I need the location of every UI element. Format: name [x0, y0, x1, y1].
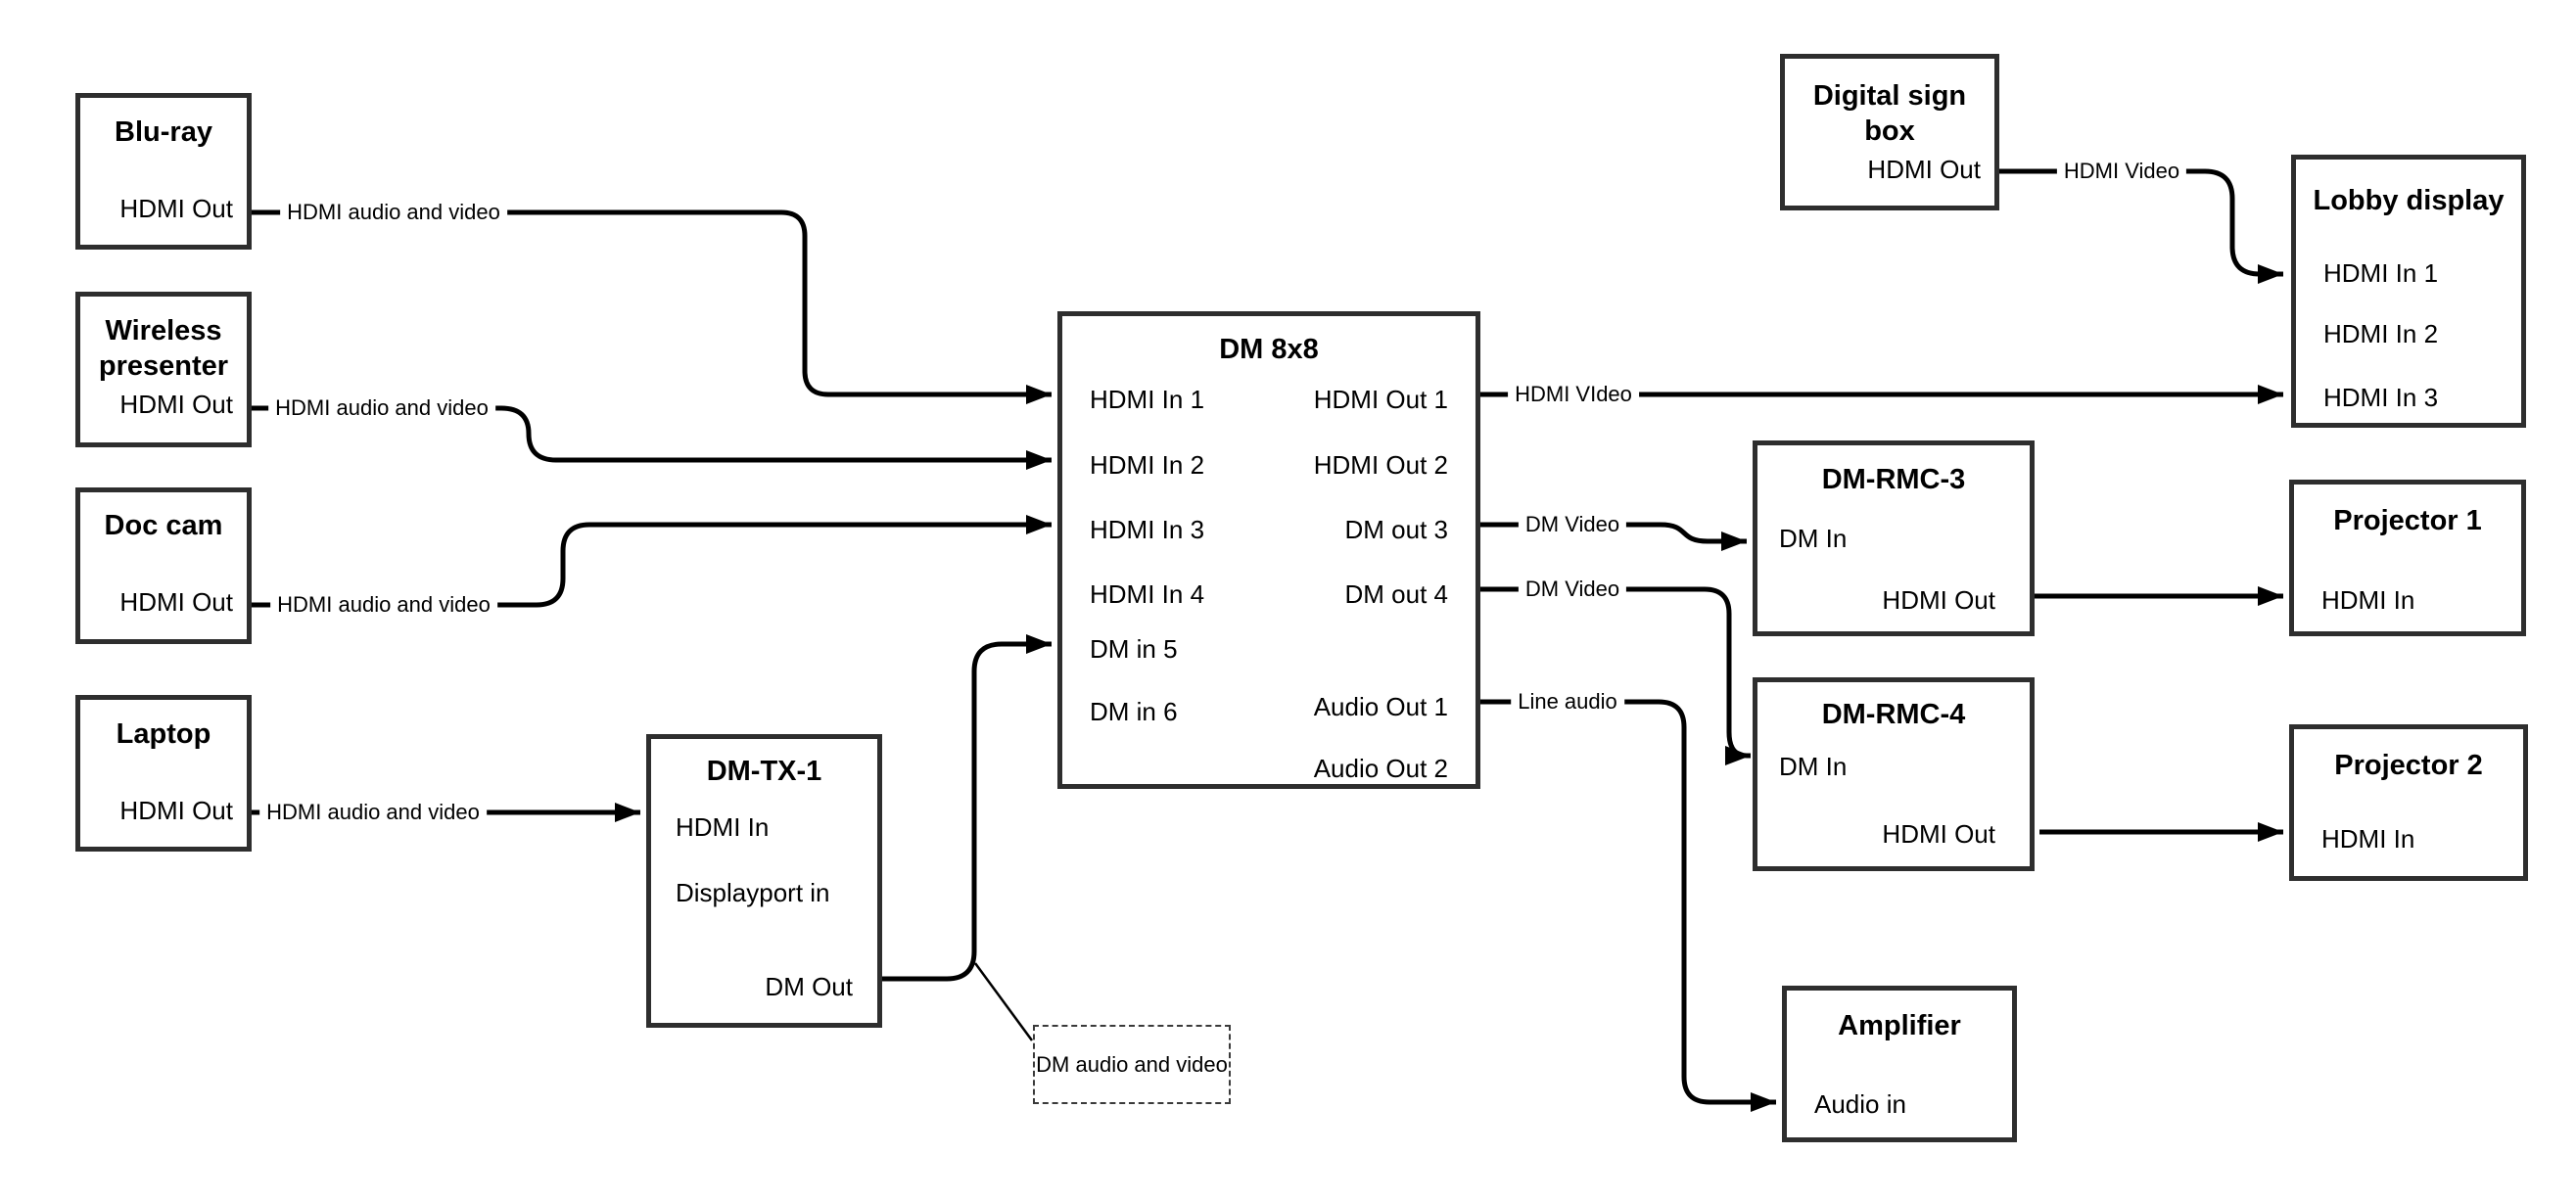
- port-laptop-hdmi-out: HDMI Out: [119, 796, 233, 825]
- port-wireless-hdmi-out: HDMI Out: [119, 390, 233, 419]
- node-bluray: Blu-ray HDMI Out: [75, 93, 252, 250]
- node-wireless-presenter: Wireless presenter HDMI Out: [75, 292, 252, 447]
- port-dm8x8-hdmi-in-4: HDMI In 4: [1090, 579, 1205, 609]
- wire-dm8x8-amp: [1480, 699, 1776, 1112]
- wire-dmtx1-dm8x8: [882, 634, 1052, 982]
- node-title: DM-TX-1: [706, 756, 822, 787]
- node-amplifier: Amplifier Audio in: [1782, 986, 2017, 1142]
- node-dm-rmc-3: DM-RMC-3 DM In HDMI Out: [1753, 440, 2035, 636]
- wire-doccam-dm8x8: [252, 515, 1052, 608]
- callout-leader-line: [973, 962, 1034, 1041]
- port-dm8x8-dm-out-4: DM out 4: [1344, 579, 1449, 609]
- edge-label-dm8x8-rmc4: DM Video: [1518, 577, 1627, 602]
- port-dmtx1-displayport-in: Displayport in: [676, 878, 830, 907]
- node-lobby-display: Lobby display HDMI In 1 HDMI In 2 HDMI I…: [2291, 155, 2526, 428]
- port-sign-hdmi-out: HDMI Out: [1867, 155, 1981, 184]
- node-title: Projector 2: [2334, 750, 2483, 781]
- port-lobby-hdmi-in-3: HDMI In 3: [2323, 383, 2439, 412]
- port-proj1-hdmi-in: HDMI In: [2321, 585, 2415, 615]
- port-rmc4-dm-in: DM In: [1779, 752, 1848, 781]
- edge-label-dm8x8-lobby: HDMI VIdeo: [1508, 382, 1639, 407]
- port-dmtx1-hdmi-in: HDMI In: [676, 812, 770, 842]
- node-title: DM-RMC-3: [1821, 464, 1966, 495]
- port-rmc3-dm-in: DM In: [1779, 524, 1848, 553]
- callout-text: DM audio and video: [1036, 1052, 1228, 1077]
- node-title: Wireless presenter: [98, 315, 229, 382]
- port-bluray-hdmi-out: HDMI Out: [119, 194, 233, 223]
- node-title: Laptop: [116, 718, 211, 750]
- wire-sign-lobby: [1999, 168, 2283, 284]
- port-dm8x8-dm-in-6: DM in 6: [1090, 697, 1178, 726]
- node-projector-1: Projector 1 HDMI In: [2289, 480, 2526, 636]
- node-title: Digital sign box: [1812, 80, 1967, 147]
- wire-dm8x8-rmc3: [1480, 522, 1747, 551]
- port-lobby-hdmi-in-2: HDMI In 2: [2323, 319, 2439, 348]
- port-dm8x8-audio-out-1: Audio Out 1: [1313, 692, 1448, 721]
- port-dm8x8-hdmi-in-3: HDMI In 3: [1090, 515, 1205, 544]
- node-title: Doc cam: [104, 510, 223, 541]
- edge-label-doccam-dm8x8: HDMI audio and video: [270, 592, 497, 618]
- port-rmc4-hdmi-out: HDMI Out: [1882, 819, 1995, 849]
- port-dmtx1-dm-out: DM Out: [765, 972, 853, 1001]
- port-dm8x8-hdmi-out-2: HDMI Out 2: [1313, 450, 1448, 480]
- port-dm8x8-hdmi-out-1: HDMI Out 1: [1313, 385, 1448, 414]
- port-dm8x8-audio-out-2: Audio Out 2: [1313, 754, 1448, 783]
- port-rmc3-hdmi-out: HDMI Out: [1882, 585, 1995, 615]
- node-dm-rmc-4: DM-RMC-4 DM In HDMI Out: [1753, 677, 2035, 871]
- edge-label-sign-lobby: HDMI Video: [2056, 159, 2187, 184]
- node-laptop: Laptop HDMI Out: [75, 695, 252, 852]
- node-dm-tx-1: DM-TX-1 HDMI In Displayport in DM Out: [646, 734, 882, 1028]
- wire-wireless-dm8x8: [252, 405, 1052, 470]
- node-title: DM 8x8: [1219, 334, 1319, 365]
- wire-dm8x8-rmc4: [1480, 586, 1751, 765]
- edge-label-dm8x8-rmc3: DM Video: [1518, 512, 1627, 537]
- edge-label-laptop-dmtx1: HDMI audio and video: [259, 800, 487, 825]
- callout-dm-audio-video: DM audio and video: [1033, 1025, 1231, 1104]
- port-dm8x8-hdmi-in-2: HDMI In 2: [1090, 450, 1205, 480]
- node-title: Blu-ray: [115, 116, 212, 148]
- port-proj2-hdmi-in: HDMI In: [2321, 824, 2415, 854]
- port-dm8x8-hdmi-in-1: HDMI In 1: [1090, 385, 1205, 414]
- node-projector-2: Projector 2 HDMI In: [2289, 724, 2528, 881]
- edge-label-dm8x8-amp: Line audio: [1511, 689, 1624, 715]
- port-lobby-hdmi-in-1: HDMI In 1: [2323, 258, 2439, 288]
- edge-label-bluray-dm8x8: HDMI audio and video: [280, 200, 507, 225]
- port-doccam-hdmi-out: HDMI Out: [119, 587, 233, 617]
- edge-label-wireless-dm8x8: HDMI audio and video: [268, 395, 495, 421]
- port-dm8x8-dm-out-3: DM out 3: [1344, 515, 1449, 544]
- node-digital-sign-box: Digital sign box HDMI Out: [1780, 54, 1999, 210]
- node-doc-cam: Doc cam HDMI Out: [75, 487, 252, 644]
- node-title: Lobby display: [2313, 185, 2505, 216]
- node-title: DM-RMC-4: [1821, 699, 1966, 730]
- port-amp-audio-in: Audio in: [1814, 1089, 1906, 1119]
- port-dm8x8-dm-in-5: DM in 5: [1090, 634, 1178, 664]
- node-title: Projector 1: [2333, 505, 2482, 536]
- wire-bluray-dm8x8: [252, 209, 1052, 404]
- node-dm-8x8: DM 8x8 HDMI In 1 HDMI In 2 HDMI In 3 HDM…: [1057, 311, 1480, 789]
- node-title: Amplifier: [1838, 1010, 1961, 1041]
